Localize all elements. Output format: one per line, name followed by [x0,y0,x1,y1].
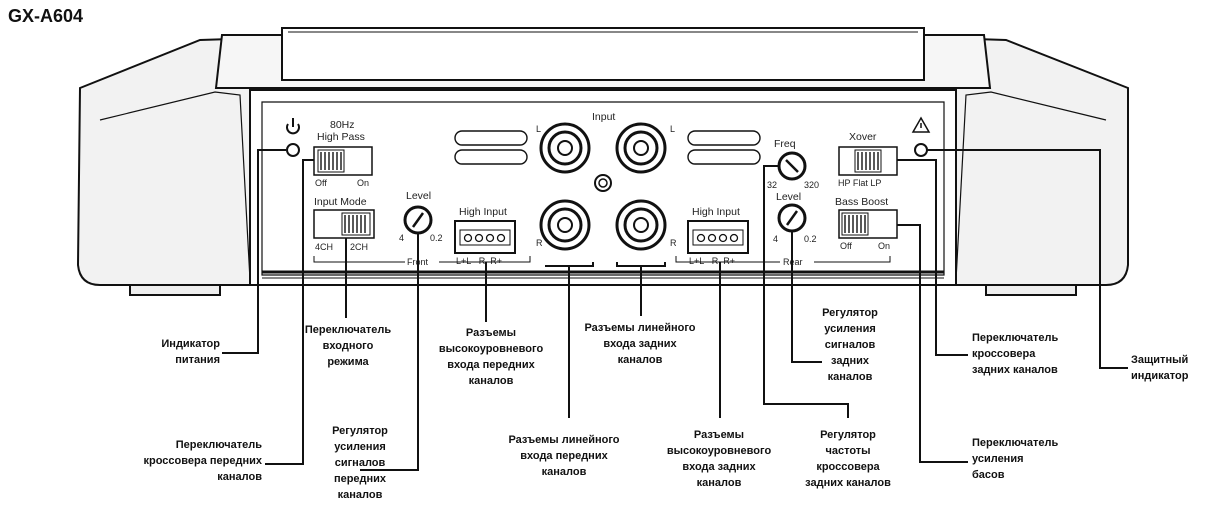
rear-high-input-text: High Input [692,206,740,218]
hp-title-text: High Pass [317,131,365,143]
rear-level-min: 4 [773,234,778,244]
power-led [286,118,300,157]
callout-power-indicator: Индикатор питания [161,338,220,366]
leader-protection [927,149,1128,369]
front-level-max: 0.2 [430,233,443,243]
callout-front-gain: Регулятор усиления сигналов передних кан… [332,425,388,501]
leader-lines [222,149,1128,471]
freq-max: 320 [804,180,819,190]
im-2ch-text: 2CH [350,242,368,252]
front-high-input-pins: L+L– R–R+ [456,256,502,266]
callout-front-xover-switch: Переключатель кроссовера передних канало… [143,439,263,483]
rca-r-label-left: R [536,238,543,248]
callout-rear-high-inputs: Разъемы высокоуровневого входа задних ка… [666,429,772,489]
leader-front-line-inputs [545,262,594,267]
xover-switch: Xover HP Flat LP [838,131,898,188]
leader-bass-boost [897,224,968,463]
freq-min: 32 [767,180,777,190]
front-high-input-connector: High Input L+L– R–R+ [454,206,516,266]
input-mode-switch: Input Mode 4CH 2CH [313,196,375,252]
im-4ch-text: 4CH [315,242,333,252]
bb-on-text: On [878,241,890,251]
leader-rear-freq [763,165,849,418]
callout-protection-indicator: Защитный индикатор [1131,354,1189,382]
bb-off-text: Off [840,241,852,251]
leader-rear-gain [791,231,822,363]
rca-rear-l [615,122,667,174]
rca-l-label-left: L [536,124,541,134]
callout-input-mode-switch: Переключатель входного режима [304,324,392,368]
front-level-min: 4 [399,233,404,243]
ground-screw [594,174,612,192]
leader-front-xover [265,159,314,465]
front-high-input-text: High Input [459,206,507,218]
rear-freq-knob: Freq 32 320 [767,138,819,190]
xover-text: Xover [849,131,877,143]
xover-opts: HP Flat LP [838,178,881,188]
callout-rear-freq: Регулятор частоты кроссовера задних кана… [805,429,891,489]
callout-rear-gain: Регулятор усиления сигналов задних канал… [822,307,878,383]
leader-front-gain [360,233,419,471]
rca-l-label-right: L [670,124,675,134]
callout-front-high-inputs: Разъемы высокоуровневого входа передних … [438,327,544,387]
callout-rear-xover-switch: Переключатель кроссовера задних каналов [972,332,1059,376]
amplifier-housing [76,27,1129,296]
rca-front-r [539,199,591,251]
callout-rear-line-inputs: Разъемы линейного входа задних каналов [584,322,696,366]
rear-level-text: Level [776,191,801,203]
rca-rear-r [615,199,667,251]
model-name: GX-A604 [8,6,84,26]
input-label: Input [592,111,615,123]
hp-on-text: On [357,178,369,188]
callout-bass-boost-switch: Переключатель усиления басов [972,437,1059,481]
rca-front-l [539,122,591,174]
front-level-knob: Level 4 0.2 [399,190,443,243]
vent-slots-right [687,130,761,165]
front-level-text: Level [406,190,431,202]
high-pass-switch: 80Hz High Pass Off On [313,119,373,188]
leader-rear-xover [897,159,968,356]
hp-freq-text: 80Hz [330,119,355,131]
rear-high-input-pins: L+L– R–R+ [689,256,735,266]
vent-slots-left [454,130,528,165]
im-title-text: Input Mode [314,196,367,208]
rear-level-knob: Level 4 0.2 [773,191,817,244]
rear-high-input-connector: High Input L+L– R–R+ [687,206,749,266]
rca-jacks [539,122,667,251]
hp-off-text: Off [315,178,327,188]
bass-boost-text: Bass Boost [835,196,888,208]
leader-power-indicator [222,149,286,354]
rca-r-label-right: R [670,238,677,248]
rear-level-max: 0.2 [804,234,817,244]
bass-boost-switch: Bass Boost Off On [835,196,898,251]
callout-front-line-inputs: Разъемы линейного входа передних каналов [508,434,620,478]
freq-text: Freq [774,138,796,150]
